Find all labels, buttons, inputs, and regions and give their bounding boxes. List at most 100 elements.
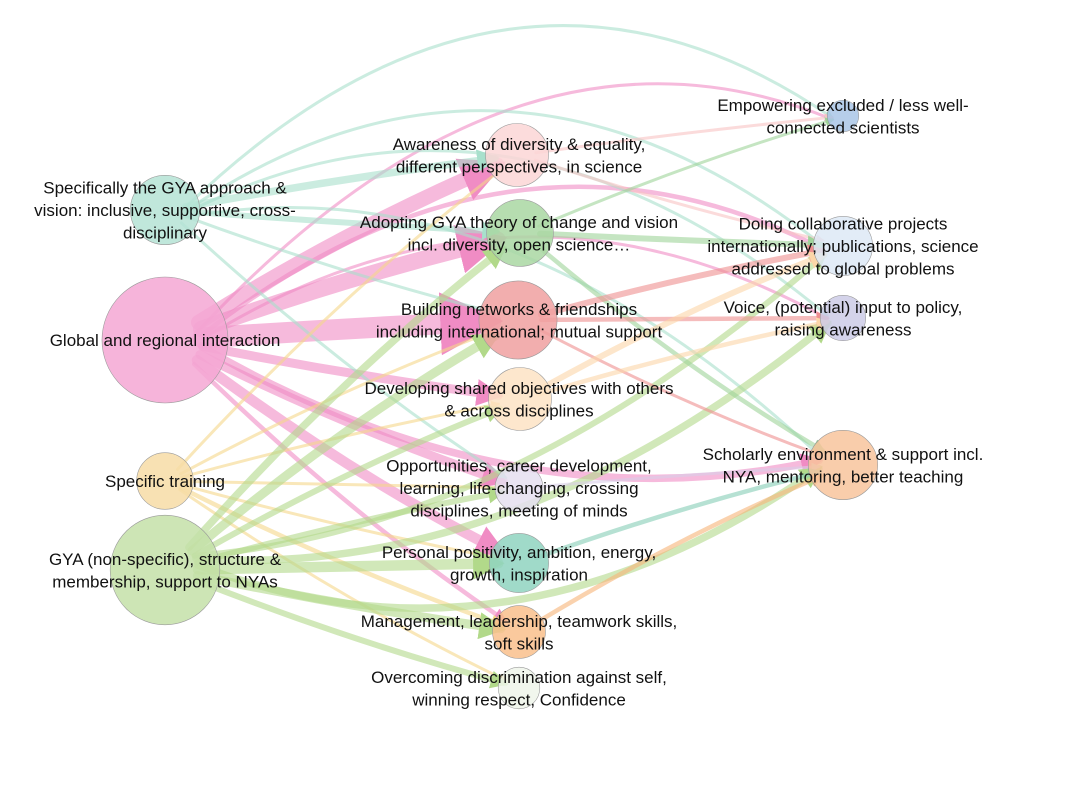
link-building_networks-to-scholarly — [537, 328, 823, 457]
link-gya_approach-to-opportunities — [179, 221, 508, 480]
node-label-line: addressed to global problems — [731, 260, 954, 279]
node-label-line: incl. diversity, open science… — [408, 235, 631, 254]
node-label-line: Specific training — [105, 472, 225, 491]
link-gya_nonspecific-to-overcoming — [193, 577, 509, 689]
node-label-line: NYA, mentoring, better teaching — [723, 467, 964, 486]
link-gya_approach-to-empowering — [184, 24, 834, 209]
link-gya_approach-to-building_networks — [183, 214, 494, 315]
link-specific_training-to-overcoming — [178, 488, 509, 683]
node-label-line: Specifically the GYA approach & — [43, 179, 287, 198]
node-empowering[interactable] — [826, 99, 860, 133]
node-label-management: Management, leadership, teamwork skills,… — [361, 612, 678, 654]
node-label-line: connected scientists — [766, 118, 919, 137]
link-gya_nonspecific-to-scholarly — [193, 464, 823, 612]
node-label-line: Adopting GYA theory of change and vision — [360, 213, 678, 232]
node-label-voice_policy: Voice, (potential) input to policy, raisi… — [724, 298, 963, 340]
nodes-layer — [101, 99, 878, 710]
node-label-collaborative: Doing collaborative projects internationa… — [707, 215, 978, 279]
node-shared_objectives[interactable] — [488, 367, 552, 431]
node-label-line: & across disciplines — [444, 401, 593, 420]
link-global_regional-to-awareness_diversity — [190, 157, 506, 330]
node-label-global_regional: Global and regional interaction — [50, 331, 281, 350]
node-label-awareness_diversity: Awareness of diversity & equality, differ… — [393, 135, 646, 177]
node-label-line: Voice, (potential) input to policy, — [724, 298, 963, 317]
node-label-line: soft skills — [485, 634, 554, 653]
node-label-shared_objectives: Developing shared objectives with others… — [364, 379, 673, 421]
node-label-line: Personal positivity, ambition, energy, — [382, 543, 656, 562]
link-awareness_diversity-to-collaborative — [533, 158, 825, 244]
node-global_regional[interactable] — [101, 276, 229, 404]
node-specific_training[interactable] — [136, 452, 194, 510]
link-gya_approach-to-adopting_toc — [182, 208, 501, 240]
link-gya_nonspecific-to-building_networks — [187, 331, 501, 556]
link-adopting_toc-to-collaborative — [537, 230, 826, 254]
link-gya_nonspecific-to-positivity — [192, 548, 505, 580]
node-label-line: Scholarly environment & support incl. — [703, 445, 984, 464]
node-label-opportunities: Opportunities, career development, learni… — [386, 457, 652, 521]
node-label-building_networks: Building networks & friendships including… — [376, 300, 663, 342]
link-gya_approach-to-collaborative — [184, 109, 824, 247]
link-global_regional-to-management — [191, 361, 507, 623]
link-gya_nonspecific-to-adopting_toc — [185, 245, 507, 552]
node-label-line: winning respect, Confidence — [411, 690, 626, 709]
link-specific_training-to-awareness_diversity — [175, 168, 503, 471]
node-label-line: internationally; publications, science — [707, 237, 978, 256]
link-global_regional-to-building_networks — [192, 292, 504, 356]
node-label-line: disciplines, meeting of minds — [410, 502, 627, 521]
labels-layer: Specifically the GYA approach & vision: i… — [34, 96, 983, 710]
node-label-line: Building networks & friendships — [401, 300, 637, 319]
node-label-line: Awareness of diversity & equality, — [393, 135, 646, 154]
node-adopting_toc[interactable] — [486, 199, 554, 267]
node-label-line: growth, inspiration — [450, 565, 588, 584]
link-global_regional-to-empowering — [199, 82, 835, 330]
node-label-line: GYA (non-specific), structure & — [49, 550, 282, 569]
node-label-line: raising awareness — [774, 320, 911, 339]
node-label-adopting_toc: Adopting GYA theory of change and vision… — [360, 213, 678, 255]
node-label-overcoming: Overcoming discrimination against self, w… — [371, 668, 667, 710]
node-label-line: Management, leadership, teamwork skills, — [361, 612, 678, 631]
node-scholarly[interactable] — [808, 430, 878, 500]
node-label-line: membership, support to NYAs — [52, 572, 278, 591]
link-shared_objectives-to-collaborative — [534, 251, 828, 394]
node-building_networks[interactable] — [478, 280, 558, 360]
link-global_regional-to-shared_objectives — [197, 341, 504, 406]
node-label-line: Doing collaborative projects — [739, 215, 948, 234]
link-management-to-scholarly — [530, 473, 824, 627]
link-building_networks-to-collaborative — [537, 244, 827, 318]
node-label-line: vision: inclusive, supportive, cross- — [34, 201, 296, 220]
link-shared_objectives-to-voice_policy — [536, 317, 831, 397]
node-overcoming[interactable] — [497, 666, 541, 710]
node-opportunities[interactable] — [494, 463, 544, 513]
link-gya_nonspecific-to-shared_objectives — [191, 405, 504, 559]
node-label-specific_training: Specific training — [105, 472, 225, 491]
node-awareness_diversity[interactable] — [485, 123, 549, 187]
node-label-line: Global and regional interaction — [50, 331, 281, 350]
link-gya_approach-to-awareness_diversity — [181, 149, 500, 211]
node-label-line: learning, life-changing, crossing — [399, 479, 638, 498]
link-building_networks-to-voice_policy — [539, 311, 830, 325]
node-label-line: including international; mutual support — [376, 322, 663, 341]
node-label-scholarly: Scholarly environment & support incl. NYA… — [703, 445, 984, 487]
link-awareness_diversity-to-empowering — [534, 113, 834, 155]
node-label-line: Overcoming discrimination against self, — [371, 668, 667, 687]
node-voice_policy[interactable] — [820, 295, 866, 341]
node-gya_nonspecific[interactable] — [109, 514, 221, 626]
node-collaborative[interactable] — [813, 216, 873, 276]
node-label-line: Opportunities, career development, — [386, 457, 652, 476]
link-opportunities-to-scholarly — [531, 462, 821, 489]
node-label-gya_nonspecific: GYA (non-specific), structure & membershi… — [49, 550, 282, 592]
node-label-line: Empowering excluded / less well- — [717, 96, 968, 115]
link-global_regional-to-collaborative — [200, 184, 825, 338]
node-gya_approach[interactable] — [130, 175, 200, 245]
node-label-line: disciplinary — [123, 224, 208, 243]
link-adopting_toc-to-empowering — [537, 117, 835, 228]
link-positivity-to-scholarly — [533, 468, 823, 561]
node-label-empowering: Empowering excluded / less well-connecte… — [717, 96, 968, 138]
node-management[interactable] — [492, 605, 546, 659]
node-positivity[interactable] — [489, 533, 549, 593]
node-label-positivity: Personal positivity, ambition, energy, gr… — [382, 543, 656, 585]
node-label-gya_approach: Specifically the GYA approach & vision: i… — [34, 179, 296, 243]
node-label-line: Developing shared objectives with others — [364, 379, 673, 398]
node-label-line: different perspectives, in science — [396, 157, 642, 176]
